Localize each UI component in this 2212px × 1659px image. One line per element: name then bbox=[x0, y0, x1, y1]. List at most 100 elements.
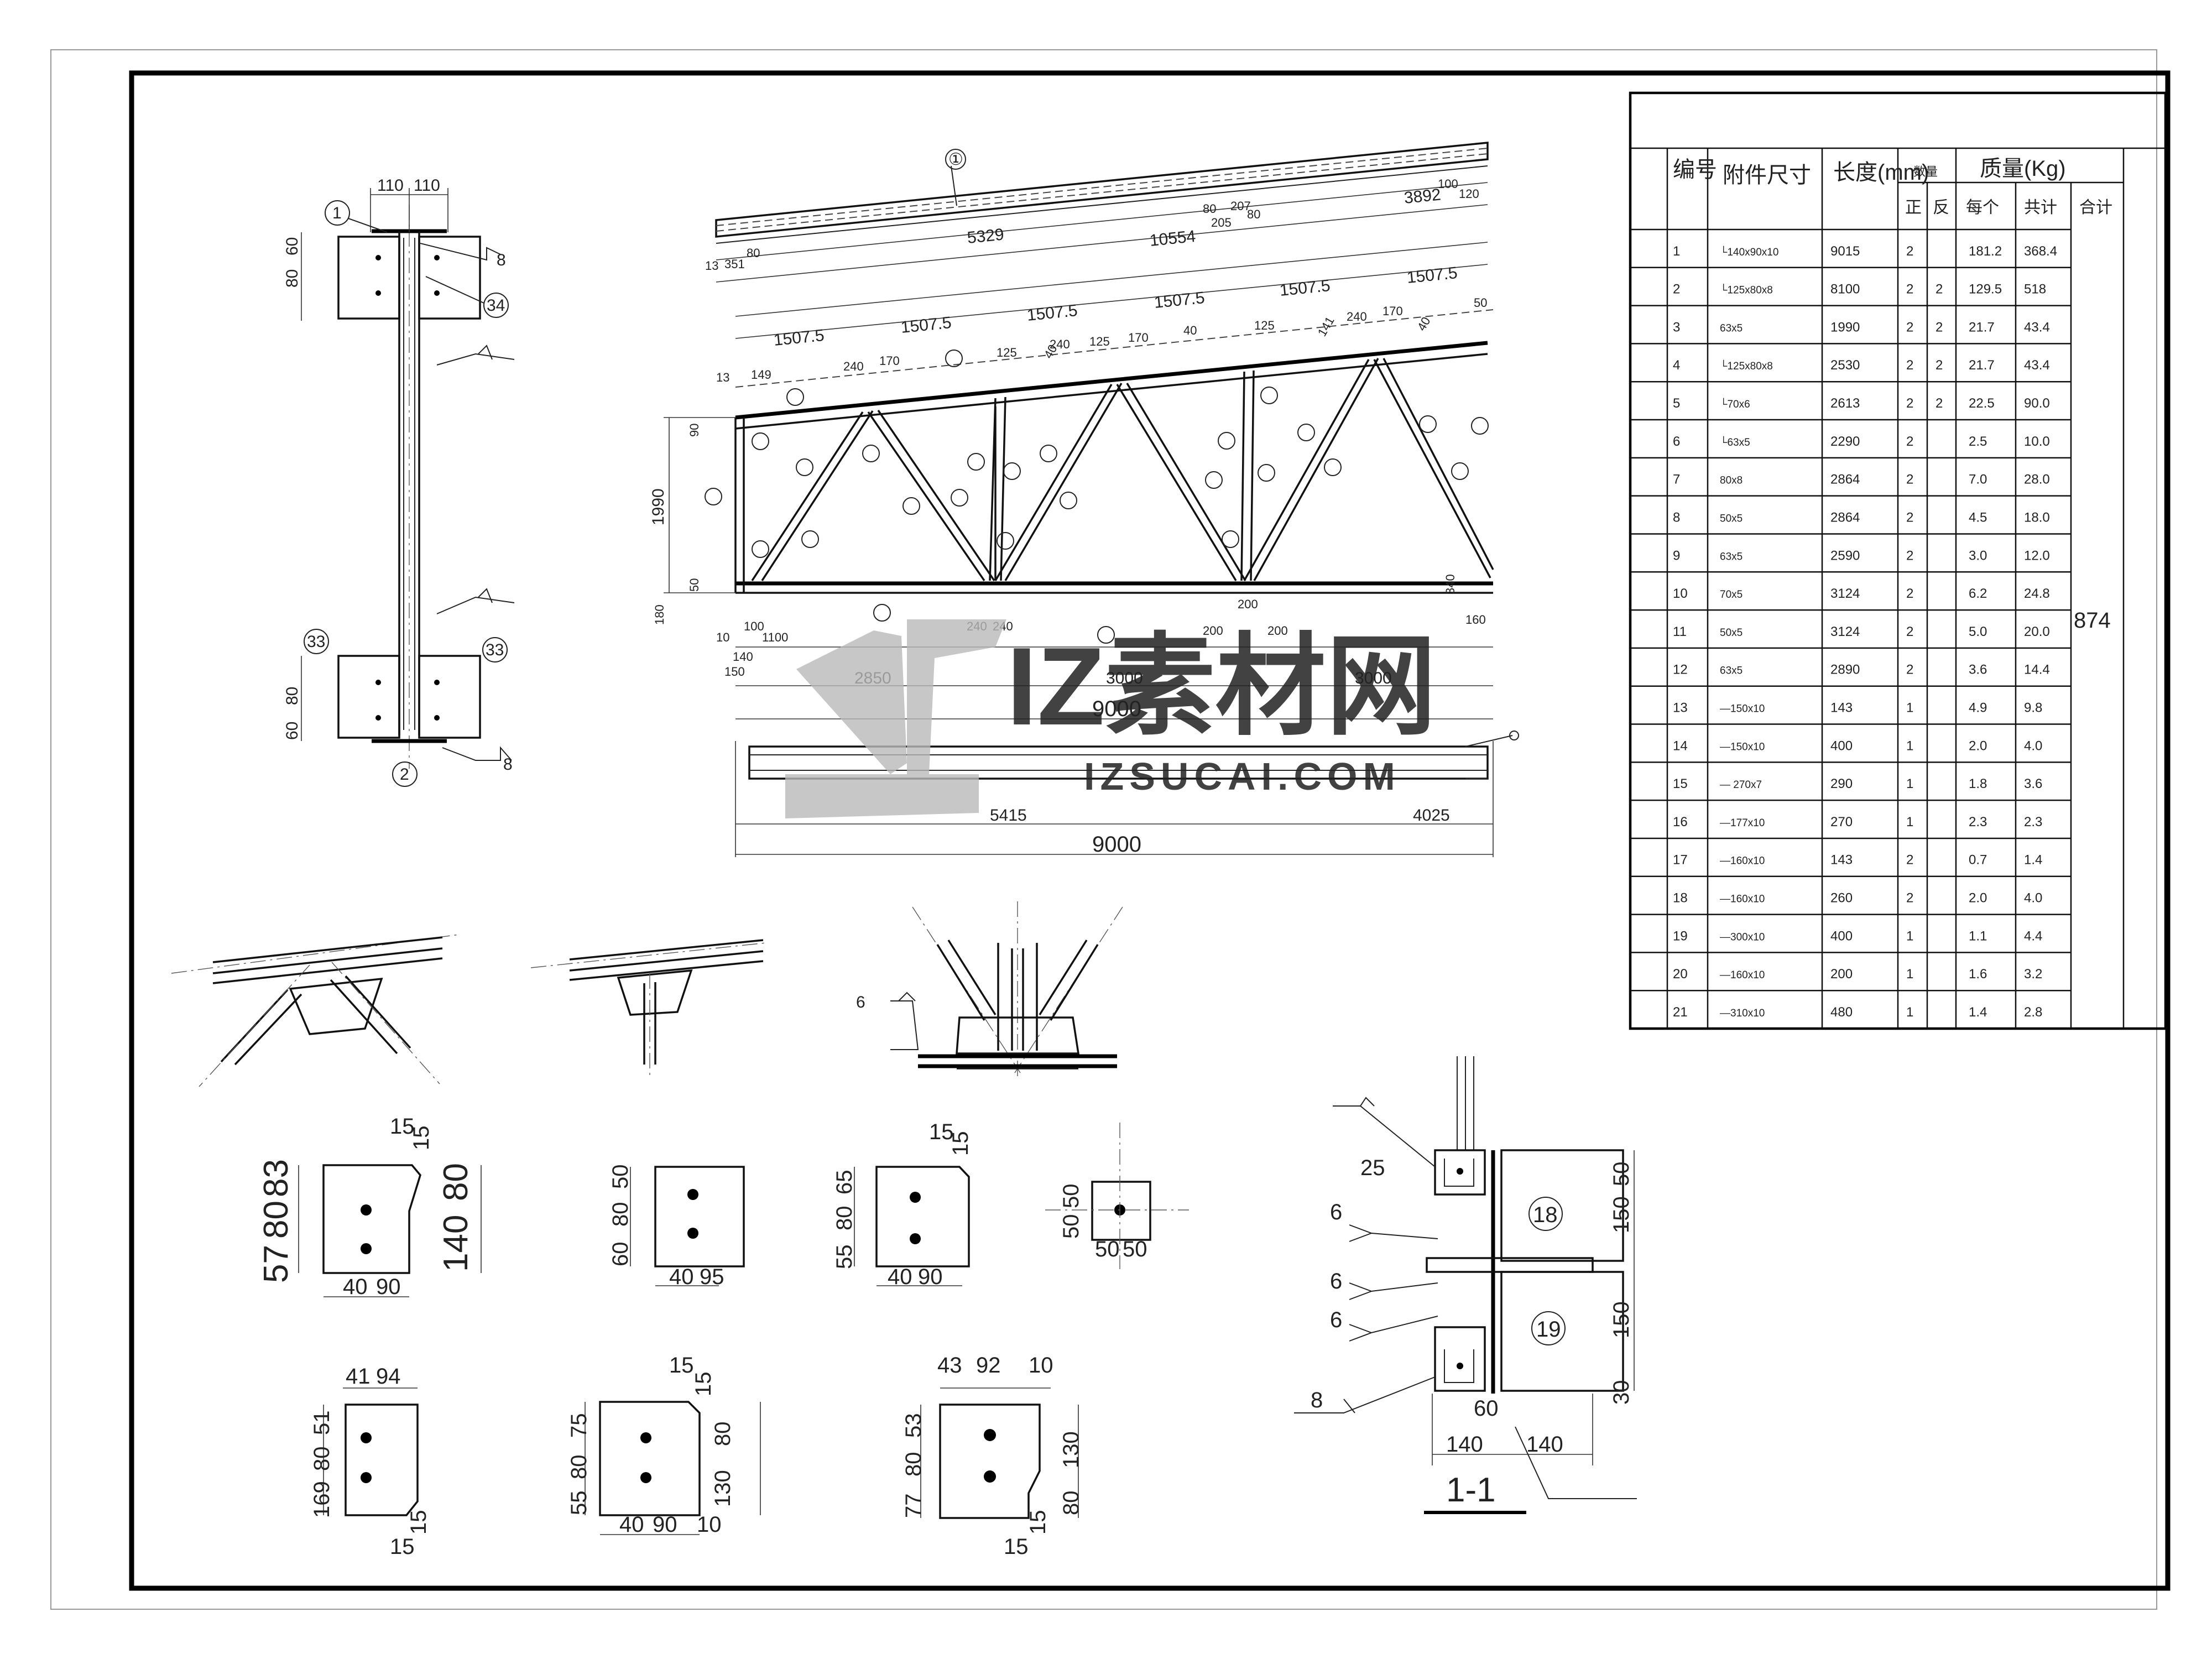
plate5-top-41: 41 bbox=[346, 1364, 371, 1389]
table-cell-each: 3.6 bbox=[1969, 662, 1987, 677]
sec11-bottom-60: 60 bbox=[1474, 1396, 1499, 1421]
plate-5: 41 94 169 80 51 15 15 bbox=[310, 1364, 431, 1559]
truss-top-chord-marker: ① bbox=[948, 150, 963, 169]
plate6-right-130: 130 bbox=[711, 1470, 735, 1507]
table-cell-each: 4.9 bbox=[1969, 701, 1987, 716]
table-cell-no: 16 bbox=[1673, 815, 1688, 830]
table-cell-pos: 2 bbox=[1906, 244, 1913, 259]
truss-bot-dim-1100: 1100 bbox=[762, 630, 788, 644]
sec11-weld-6c: 6 bbox=[1330, 1308, 1342, 1332]
table-cell-no: 7 bbox=[1673, 472, 1680, 487]
plate5-left-169: 169 bbox=[310, 1481, 334, 1518]
sec11-weld-6b: 6 bbox=[1330, 1269, 1342, 1293]
truss-node-dim-3: 125 bbox=[997, 346, 1017, 359]
side-dim-left-1: 80 bbox=[283, 269, 301, 288]
table-cell-size: —150x10 bbox=[1720, 741, 1765, 753]
plate5-bottom-15b: 15 bbox=[406, 1510, 431, 1535]
table-cell-sum: 2.8 bbox=[2024, 1005, 2042, 1020]
truss-top-dim-205: 205 bbox=[1211, 216, 1232, 229]
truss-node-dim-8: 40 bbox=[1183, 324, 1197, 337]
truss-bot-dim-150: 150 bbox=[724, 665, 745, 679]
side-callout-33a: 33 bbox=[307, 633, 325, 651]
table-cell-pos: 1 bbox=[1906, 776, 1913, 791]
table-cell-length: 2864 bbox=[1830, 472, 1860, 487]
plate-3: 55 80 65 40 90 15 15 bbox=[832, 1120, 973, 1289]
table-cell-sum: 24.8 bbox=[2024, 586, 2050, 601]
table-cell-no: 19 bbox=[1673, 928, 1688, 943]
truss-left-dim-149: 149 bbox=[751, 368, 771, 382]
side-section-view: 110 110 80 60 60 80 1 2 34 33 33 8 8 bbox=[283, 176, 515, 787]
plate7-right-130: 130 bbox=[1059, 1431, 1083, 1468]
truss-elevation: ① 13 351 80 5329 10554 80 205 207 80 389… bbox=[649, 142, 1519, 857]
table-cell-each: 129.5 bbox=[1969, 282, 2002, 297]
truss-panel-dim-3: 1507.5 bbox=[1026, 301, 1078, 325]
truss-bottom-chord-span-1: 5415 bbox=[990, 806, 1027, 825]
table-cell-no: 5 bbox=[1673, 396, 1680, 411]
table-cell-sum: 14.4 bbox=[2024, 662, 2050, 677]
table-cell-no: 6 bbox=[1673, 434, 1680, 449]
table-cell-length: 400 bbox=[1830, 928, 1853, 943]
table-cell-size: —160x10 bbox=[1720, 969, 1765, 981]
plate2-left-60: 60 bbox=[608, 1242, 633, 1267]
truss-top-dim-207: 207 bbox=[1230, 199, 1251, 213]
table-cell-length: 480 bbox=[1830, 1005, 1853, 1020]
table-cell-each: 1.6 bbox=[1969, 967, 1987, 982]
plate7-top-10: 10 bbox=[1029, 1353, 1053, 1378]
table-cell-length: 143 bbox=[1830, 853, 1853, 868]
truss-bot-dim-10: 10 bbox=[716, 630, 729, 644]
truss-top-dim-13: 13 bbox=[705, 259, 718, 273]
table-cell-length: 2530 bbox=[1830, 358, 1860, 373]
hdr-length: 长度(mm) bbox=[1833, 160, 1929, 185]
table-cell-pos: 2 bbox=[1906, 548, 1913, 563]
table-cell-size: 80x8 bbox=[1720, 475, 1743, 487]
sec11-right-150a: 150 bbox=[1609, 1196, 1634, 1233]
truss-top-dim-120: 120 bbox=[1459, 187, 1479, 201]
truss-node-dim-11: 240 bbox=[1347, 310, 1367, 324]
table-cell-neg: 2 bbox=[1936, 282, 1943, 297]
side-dim-top-2: 110 bbox=[414, 176, 440, 195]
table-cell-sum: 20.0 bbox=[2024, 624, 2050, 639]
truss-node-dim-6: 240 bbox=[1050, 337, 1070, 351]
table-cell-no: 3 bbox=[1673, 320, 1680, 335]
side-weld-2: 8 bbox=[503, 755, 513, 774]
plate3-left-65: 65 bbox=[832, 1170, 857, 1195]
truss-top-dim-80b: 80 bbox=[1203, 202, 1216, 216]
table-cell-pos: 1 bbox=[1906, 928, 1913, 943]
plate1-top-15b: 15 bbox=[409, 1126, 434, 1151]
truss-left-dim-50: 50 bbox=[687, 578, 701, 592]
hdr-sum: 共计 bbox=[2024, 199, 2057, 217]
hdr-mass: 质量(Kg) bbox=[1980, 156, 2066, 181]
plate6-left-75: 75 bbox=[567, 1413, 591, 1438]
table-cell-size: —150x10 bbox=[1720, 703, 1765, 715]
table-cell-pos: 2 bbox=[1906, 586, 1913, 601]
truss-span-3: 3000 bbox=[1355, 669, 1392, 687]
sec11-right-150b: 150 bbox=[1609, 1301, 1634, 1338]
truss-panel-dim-1: 1507.5 bbox=[773, 326, 825, 349]
plate5-left-80: 80 bbox=[310, 1447, 334, 1472]
table-cell-size: └125x80x8 bbox=[1720, 284, 1773, 296]
sec11-callout-18: 18 bbox=[1533, 1203, 1558, 1227]
truss-bot-dim-200c: 200 bbox=[1238, 597, 1258, 611]
table-cell-size: —160x10 bbox=[1720, 894, 1765, 905]
table-cell-length: 2590 bbox=[1830, 548, 1860, 563]
plate1-bottom-40: 40 bbox=[343, 1275, 368, 1299]
table-cell-no: 18 bbox=[1673, 891, 1688, 906]
table-cell-size: 50x5 bbox=[1720, 627, 1743, 639]
truss-node-dim-9: 125 bbox=[1254, 319, 1275, 332]
plate4-left-50b: 50 bbox=[1059, 1184, 1083, 1209]
table-cell-size: └140x90x10 bbox=[1720, 246, 1778, 258]
truss-top-dim-3892: 3892 bbox=[1403, 185, 1442, 207]
plate1-bottom-90: 90 bbox=[376, 1275, 401, 1299]
section-1-1: 140 140 60 50 150 150 30 18 19 25 6 6 6 … bbox=[1294, 1056, 1637, 1514]
table-cell-sum: 18.0 bbox=[2024, 510, 2050, 525]
table-cell-length: 400 bbox=[1830, 738, 1853, 753]
truss-left-dim-13: 13 bbox=[716, 371, 729, 384]
table-cell-sum: 90.0 bbox=[2024, 396, 2050, 411]
truss-top-dim-10554: 10554 bbox=[1149, 227, 1196, 250]
table-cell-each: 7.0 bbox=[1969, 472, 1987, 487]
hdr-qty-pos: 正 bbox=[1905, 199, 1922, 217]
truss-top-dim-80c: 80 bbox=[1247, 207, 1260, 221]
sec11-right-50: 50 bbox=[1609, 1162, 1634, 1187]
plate-details: 57 80 83 40 90 140 80 15 15 60 80 50 40 … bbox=[257, 1114, 1189, 1559]
